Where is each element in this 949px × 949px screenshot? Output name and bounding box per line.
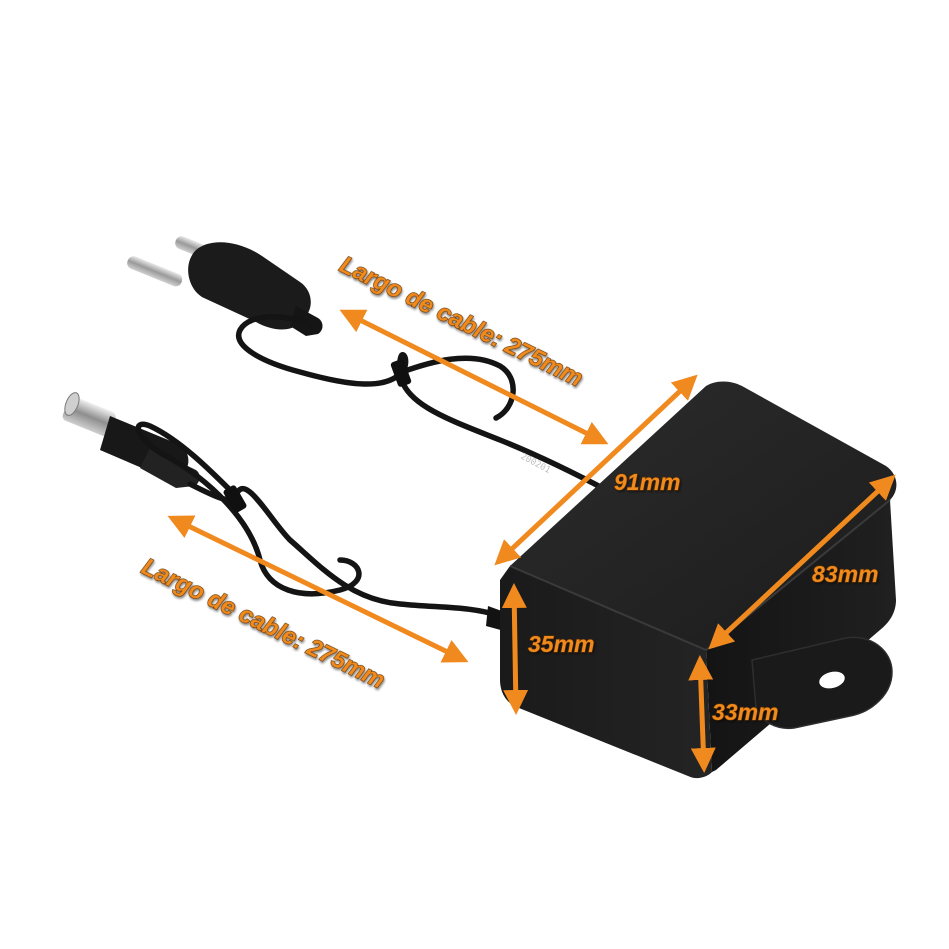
plug-pin-lower [127,256,183,287]
enclosure-front [500,566,712,779]
cable-bead-upper [390,359,412,387]
dimension-annotations [167,309,896,773]
arrow-length-91 [494,374,698,566]
arrow-width-83 [708,474,896,650]
label-length-91: 91mm [614,469,680,495]
arrow-height-35 [501,583,529,715]
label-height-33: 33mm [712,699,778,725]
plug-cable [235,314,613,495]
enclosure-top [510,381,897,650]
label-height-35: 35mm [528,631,594,657]
dc-barrel-tip [64,392,80,416]
dc-connector [62,392,200,488]
arrow-height-33 [688,655,716,773]
cable-bead-lower [223,485,247,513]
mounting-hole [819,671,845,689]
label-width-83: 83mm [812,561,878,587]
plug-body [188,242,311,330]
label-cable-length-bottom: Largo de cable: 275mm [137,553,389,694]
arrow-cable-length-bottom [167,515,469,663]
dc-strain-relief [140,448,200,488]
